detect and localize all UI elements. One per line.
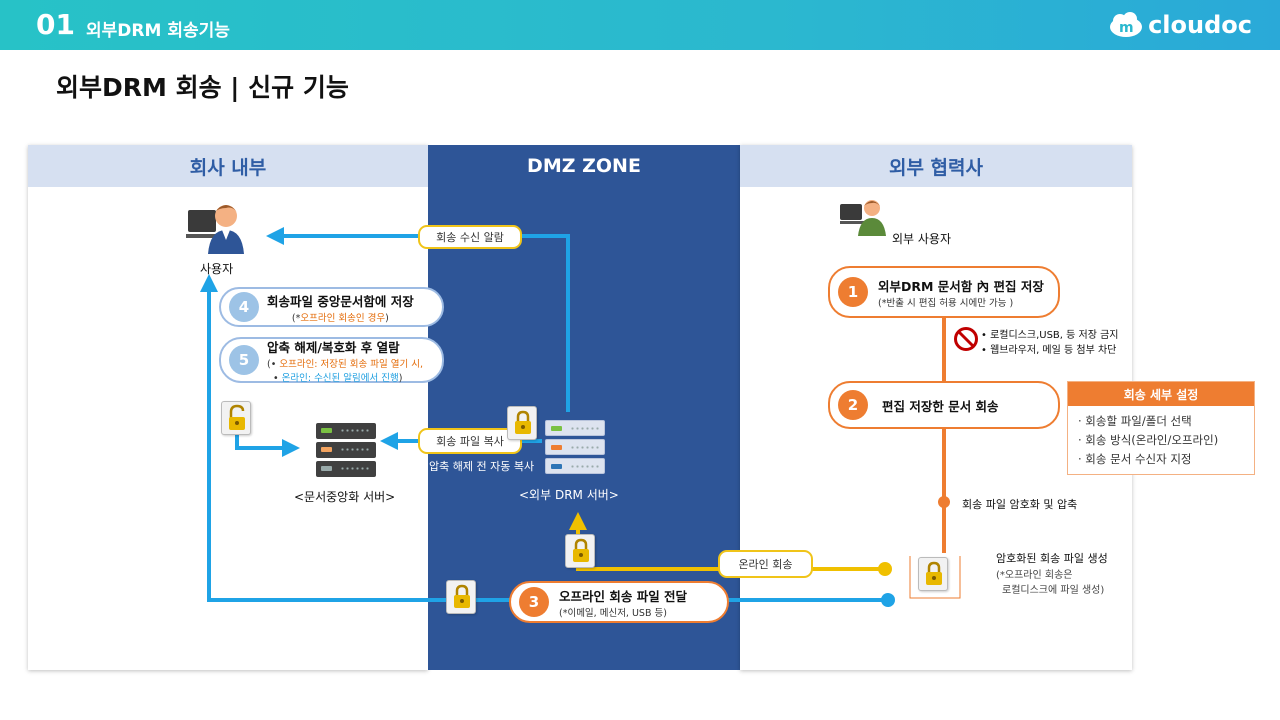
- step-1-title: 외부DRM 문서함 內 편집 저장: [878, 278, 1044, 294]
- offline-locked-file-icon: [446, 580, 476, 614]
- unlock-arrowhead: [282, 439, 300, 457]
- section-title: 외부DRM 회송기능: [86, 21, 230, 41]
- unlock-flow-line: [235, 432, 284, 450]
- external-user-icon: [840, 200, 886, 236]
- generated-file-note-1: (*오프라인 회송은: [996, 570, 1073, 581]
- generated-file-text: 암호화된 회송 파일 생성 (*오프라인 회송은 로컬디스크에 파일 생성): [996, 550, 1108, 596]
- settings-item: · 회송 방식(온라인/오프라인): [1078, 433, 1219, 447]
- alert-flow-line: [282, 234, 570, 412]
- generated-file-note-2: 로컬디스크에 파일 생성): [1002, 585, 1105, 596]
- online-locked-file-icon: [565, 534, 595, 568]
- online-arrowhead: [569, 512, 587, 530]
- internal-user-label: 사용자: [200, 262, 234, 276]
- step-4-box: 4 회송파일 중앙문서함에 저장 (*오프라인 회송인 경우): [219, 287, 444, 327]
- step-1-box: 1 외부DRM 문서함 內 편집 저장 (*반출 시 편집 허용 시에만 가능 …: [828, 266, 1060, 318]
- generated-file-icon: [918, 557, 948, 591]
- step-3-note: (*이메일, 메신저, USB 등): [559, 607, 667, 619]
- offline-start-dot: [881, 593, 895, 607]
- step-3-title: 오프라인 회송 파일 전달: [559, 588, 688, 604]
- restriction-item: • 웹브라우저, 메일 등 첨부 차단: [981, 345, 1117, 356]
- encrypt-dot: [938, 496, 950, 508]
- doc-server-label: <문서중앙화 서버>: [294, 490, 396, 504]
- online-start-dot: [878, 562, 892, 576]
- step-2-title: 편집 저장한 문서 회송: [882, 398, 999, 414]
- dmz-locked-file-icon: [507, 406, 537, 440]
- zone-header-internal: 회사 내부: [28, 145, 428, 187]
- copy-arrowhead: [380, 432, 398, 450]
- step-4-badge: 4: [229, 292, 259, 322]
- return-settings-title: 회송 세부 설정: [1068, 382, 1254, 406]
- restriction-item: • 로컬디스크,USB, 등 저장 금지: [981, 330, 1119, 341]
- page-title: 외부DRM 회송 | 신규 기능: [56, 73, 349, 102]
- copy-pill: 회송 파일 복사: [418, 428, 522, 454]
- drm-server-label: <외부 DRM 서버>: [519, 488, 619, 502]
- logo-text: cloudoc: [1148, 11, 1252, 39]
- cloud-logo-icon: m: [1110, 12, 1143, 37]
- step-2-box: 2 편집 저장한 문서 회송: [828, 381, 1060, 429]
- encrypt-label: 회송 파일 암호화 및 압축: [962, 498, 1078, 511]
- alert-arrowhead: [266, 227, 284, 245]
- drm-server-icon: [545, 420, 605, 477]
- online-pill: 온라인 회송: [718, 550, 813, 578]
- step-5-title: 압축 해제/복호화 후 열람: [267, 339, 400, 355]
- zone-header-partner: 외부 협력사: [740, 145, 1132, 187]
- step-1-badge: 1: [838, 277, 868, 307]
- top-bar: 01 외부DRM 회송기능 m cloudoc: [0, 0, 1280, 50]
- settings-item: · 회송 문서 수신자 지정: [1078, 452, 1192, 466]
- section-number: 01: [36, 8, 75, 41]
- alert-pill: 회송 수신 알람: [418, 225, 522, 249]
- user-icon: [186, 205, 244, 254]
- copy-note: 압축 해제 전 자동 복사: [429, 460, 535, 473]
- prohibited-icon: [954, 327, 978, 351]
- step-3-badge: 3: [519, 587, 549, 617]
- restriction-list: • 로컬디스크,USB, 등 저장 금지 • 웹브라우저, 메일 등 첨부 차단: [981, 326, 1119, 356]
- svg-text:m: m: [1119, 20, 1134, 36]
- step-5-box: 5 압축 해제/복호화 후 열람 (• 오프라인: 저장된 회송 파일 열기 시…: [219, 337, 444, 384]
- step-5-note-offline: (• 오프라인: 저장된 회송 파일 열기 시,: [267, 358, 424, 370]
- zone-header-dmz: DMZ ZONE: [527, 155, 641, 177]
- settings-item: · 회송할 파일/폴더 선택: [1078, 414, 1192, 428]
- offline-arrowhead: [200, 274, 218, 292]
- step-3-box: 3 오프라인 회송 파일 전달 (*이메일, 메신저, USB 등): [509, 581, 729, 623]
- step-4-title: 회송파일 중앙문서함에 저장: [267, 293, 414, 309]
- step-5-badge: 5: [229, 345, 259, 375]
- step-5-note-online: • 온라인: 수신된 알림에서 진행): [273, 372, 403, 384]
- external-user-label: 외부 사용자: [892, 232, 952, 246]
- unlocked-file-icon: [221, 401, 251, 435]
- generated-file-title: 암호화된 회송 파일 생성: [996, 552, 1108, 565]
- doc-server-icon: [316, 423, 376, 480]
- step-4-note: (*오프라인 회송인 경우): [291, 312, 389, 324]
- step-2-badge: 2: [838, 390, 868, 420]
- return-settings-box: 회송 세부 설정 · 회송할 파일/폴더 선택 · 회송 방식(온라인/오프라인…: [1067, 381, 1255, 475]
- step-1-note: (*반출 시 편집 허용 시에만 가능 ): [878, 297, 1014, 309]
- cloudoc-logo: m cloudoc: [1108, 10, 1252, 40]
- generated-file-bracket: [909, 556, 961, 599]
